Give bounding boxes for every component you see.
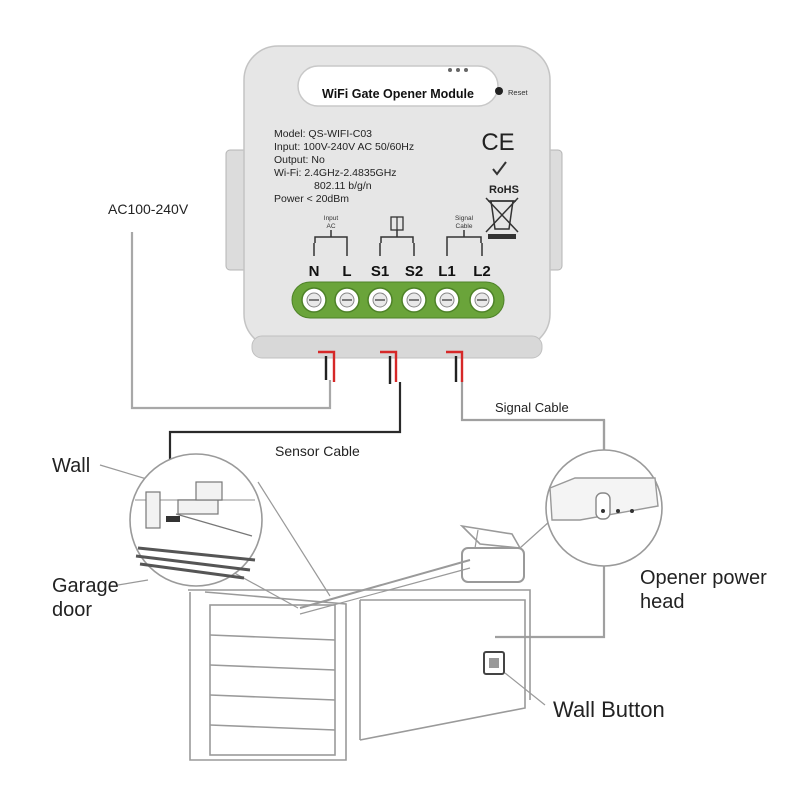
spec-model: Model: QS-WIFI-C03 (274, 128, 372, 140)
opener-zoom-circle (545, 449, 663, 567)
sensor-cable-label: Sensor Cable (275, 443, 360, 459)
led-dot-1 (448, 68, 452, 72)
signal-group-label-1: Signal (455, 215, 474, 222)
spec-block: Model: QS-WIFI-C03 Input: 100V-240V AC 5… (274, 128, 414, 205)
input-group-label-1: Input (324, 215, 339, 222)
ce-mark: CE (481, 129, 514, 156)
signal-cable-label: Signal Cable (495, 400, 569, 415)
sensor-bracket (380, 230, 414, 243)
signal-group-label-2: Cable (456, 223, 473, 230)
terminal-screw-s1 (367, 287, 393, 313)
wall-leader (99, 464, 151, 481)
opener-unit (461, 547, 525, 583)
terminal-screw-l (334, 287, 360, 313)
red-wire-stub-3 (446, 350, 464, 382)
terminal-label-l: L (342, 263, 351, 280)
weee-bin-icon (485, 197, 519, 239)
door-frame (189, 591, 347, 761)
terminal-label-l2: L2 (473, 263, 491, 280)
sensor-zoom-circle (129, 453, 263, 587)
spec-power: Power < 20dBm (274, 193, 349, 205)
spec-input: Input: 100V-240V AC 50/60Hz (274, 141, 414, 153)
terminal-label-s2: S2 (405, 263, 423, 280)
wall-label: Wall (52, 455, 91, 477)
ceiling-line (188, 589, 531, 700)
garage-door-label-line2: door (52, 599, 93, 621)
terminal-label-s1: S1 (371, 263, 389, 280)
red-wire-stub-1 (318, 350, 336, 382)
opener-power-head-label: Opener power head (640, 566, 767, 614)
sensor-magnet (166, 516, 180, 522)
input-group-label-2: AC (326, 223, 335, 230)
terminal-screw-l1 (434, 287, 460, 313)
spec-protocol: 802.11 b/g/n (314, 180, 372, 192)
red-wire-stub-2 (380, 350, 398, 382)
terminal-label-n: N (309, 263, 320, 280)
garage-door (209, 604, 336, 756)
garage-scene (188, 524, 531, 761)
reset-button (495, 87, 503, 95)
ac-wire (130, 232, 332, 410)
terminal-labels: N L S1 S2 L1 L2 (309, 263, 491, 280)
signal-bracket (446, 230, 482, 243)
terminal-screw-l2 (469, 287, 495, 313)
terminal-screws (301, 287, 495, 313)
terminal-screw-n (301, 287, 327, 313)
rohs-check-icon (492, 161, 507, 176)
garage-door-label: Garage door (52, 574, 119, 622)
terminal-screw-s2 (401, 287, 427, 313)
ac-voltage-label: AC100-240V (108, 201, 189, 217)
door-panel-line (209, 634, 336, 641)
garage-door-edge (135, 546, 256, 580)
opener-label-line2: head (640, 591, 685, 613)
led-dot-2 (456, 68, 460, 72)
reset-label: Reset (508, 88, 529, 97)
module-title: WiFi Gate Opener Module (322, 87, 474, 101)
terminal-ticks (313, 243, 483, 256)
led-dot-3 (464, 68, 468, 72)
input-ac-bracket (314, 230, 348, 243)
terminal-label-l1: L1 (438, 263, 456, 280)
wall-button-leader (504, 672, 546, 706)
spec-wifi: Wi-Fi: 2.4GHz-2.4835GHz (274, 167, 397, 179)
right-wall (359, 599, 526, 741)
garage-door-leader (117, 579, 149, 586)
garage-door-label-line1: Garage (52, 575, 119, 597)
opener-terminal-connector (595, 492, 611, 520)
title-pill (297, 65, 499, 107)
spec-output: Output: No (274, 154, 325, 166)
opener-label-line1: Opener power (640, 567, 767, 589)
opener-bracket (459, 524, 522, 549)
wall-sensor-part (145, 491, 161, 529)
rohs-mark: RoHS (489, 184, 519, 196)
wall-button-label: Wall Button (553, 697, 665, 722)
zoom-line-b (257, 481, 331, 597)
